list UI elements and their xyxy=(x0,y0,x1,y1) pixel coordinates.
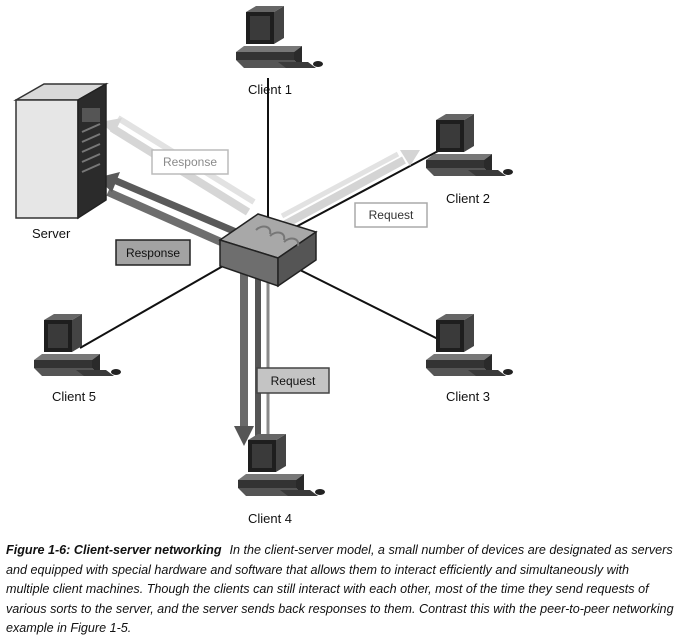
client-1-label: Client 1 xyxy=(248,82,292,97)
client-2-computer-icon xyxy=(426,114,513,176)
request-tag-dark-text: Request xyxy=(271,374,316,388)
link-client-3 xyxy=(299,269,441,341)
client-4-computer-icon xyxy=(238,434,325,496)
response-arrow-dark xyxy=(96,172,238,250)
request-tag-light-text: Request xyxy=(369,208,414,222)
network-links xyxy=(79,78,441,349)
client-2-label: Client 2 xyxy=(446,191,490,206)
client-1-computer-icon xyxy=(236,6,323,68)
response-tag-light-text: Response xyxy=(163,155,217,169)
caption-text: In the client-server model, a small numb… xyxy=(6,543,674,635)
client-5-computer-icon xyxy=(34,314,121,376)
link-client-2 xyxy=(289,149,441,231)
response-tag-dark-text: Response xyxy=(126,246,180,260)
client-4-label: Client 4 xyxy=(248,511,292,526)
client-3-label: Client 3 xyxy=(446,389,490,404)
network-switch-icon xyxy=(218,213,318,288)
response-tag-dark: Response xyxy=(115,239,191,266)
request-tag-light: Request xyxy=(354,202,428,228)
request-tag-dark: Request xyxy=(256,367,330,394)
request-arrow-dark xyxy=(234,262,270,446)
response-tag-light: Response xyxy=(151,149,229,175)
client-5-label: Client 5 xyxy=(52,389,96,404)
server-label: Server xyxy=(32,226,71,241)
link-client-5 xyxy=(79,261,231,349)
figure-title: Figure 1-6: Client-server networking xyxy=(6,543,222,557)
server-tower-icon xyxy=(13,82,109,220)
request-arrow-light xyxy=(280,150,420,230)
client-3-computer-icon xyxy=(426,314,513,376)
client-server-diagram: Response Request Response Request Server… xyxy=(13,6,513,526)
